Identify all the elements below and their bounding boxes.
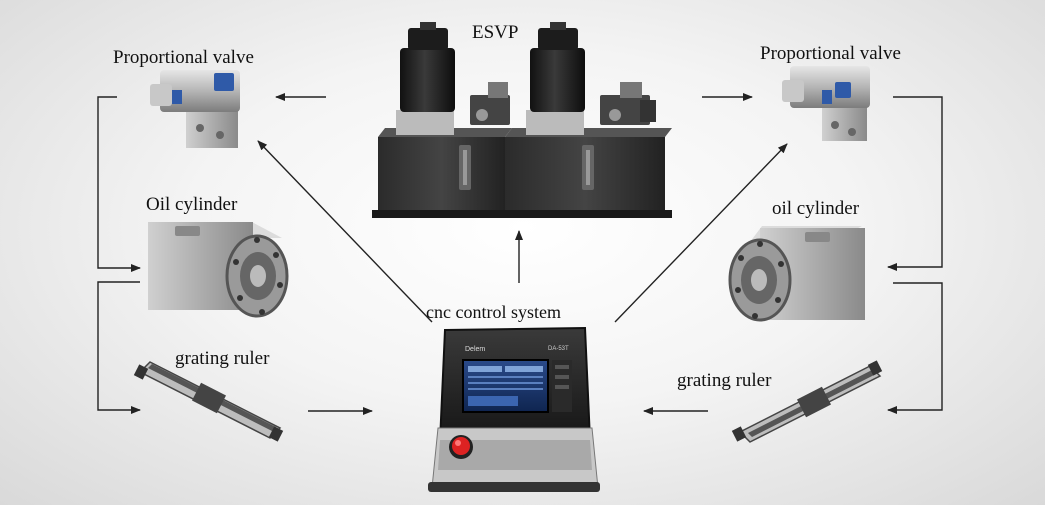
grating-ruler-right — [731, 360, 883, 443]
connector-arrows — [97, 93, 943, 415]
proportional-valve-left — [150, 70, 240, 148]
line-left-valve-to-cylinder — [97, 96, 141, 272]
label-proportional-valve-right: Proportional valve — [760, 43, 901, 64]
arrow-cnc-to-right-valve — [614, 143, 788, 323]
label-oil-cylinder-right: oil cylinder — [772, 198, 860, 219]
label-esvp: ESVP — [472, 22, 519, 43]
controller-brand: Delem — [465, 346, 486, 353]
line-left-cylinder-to-grating — [97, 281, 141, 414]
label-cnc-control-system: cnc control system — [426, 302, 561, 322]
label-proportional-valve-left: Proportional valve — [113, 47, 254, 68]
oil-cylinder-left — [148, 222, 289, 318]
arrow-cnc-to-left-valve — [257, 140, 433, 323]
label-grating-ruler-left: grating ruler — [175, 348, 270, 369]
label-oil-cylinder-left: Oil cylinder — [146, 194, 238, 215]
oil-cylinder-right — [728, 226, 865, 322]
label-grating-ruler-right: grating ruler — [677, 370, 772, 391]
cnc-controller — [428, 326, 600, 492]
line-right-cylinder-to-grating — [887, 282, 943, 414]
esvp-pump-unit-right — [500, 22, 672, 218]
line-right-valve-to-cylinder — [887, 96, 943, 271]
controller-model: DA-53T — [548, 346, 569, 352]
esvp-pump-unit-left — [372, 22, 512, 218]
proportional-valve-right — [782, 66, 870, 141]
grating-ruler-left — [133, 361, 284, 442]
